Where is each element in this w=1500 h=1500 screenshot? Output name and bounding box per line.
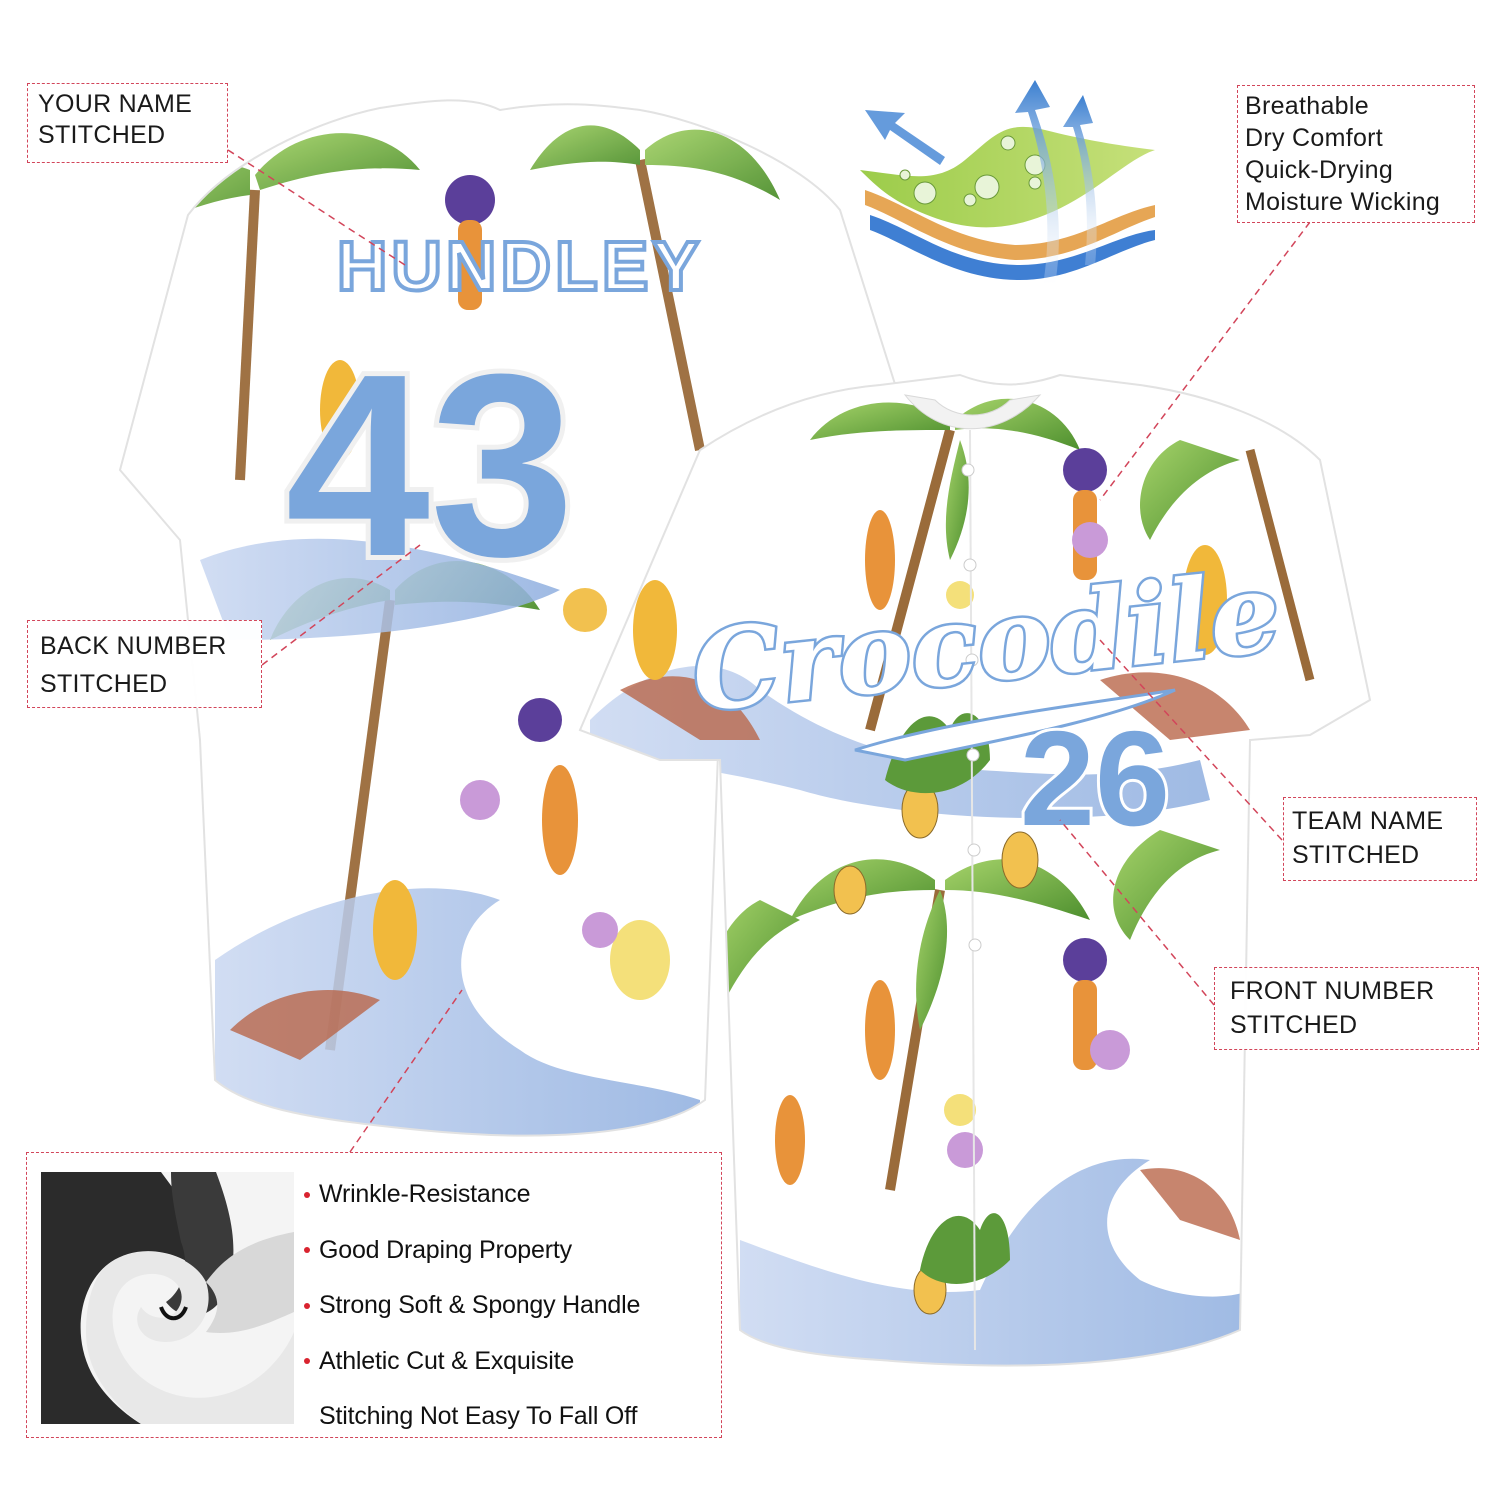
bullet-dot-icon [304,1191,310,1198]
svg-text:43: 43 [285,321,574,611]
callout-fabric-tech: Breathable Dry Comfort Quick-Drying Mois… [1237,85,1475,223]
feature-item: Stitching Not Easy To Fall Off [302,1389,640,1445]
feature-label: Strong Soft & Spongy Handle [319,1291,641,1320]
features-list: Wrinkle-Resistance Good Draping Property… [302,1167,640,1445]
callout-line: BACK NUMBER [40,632,227,660]
callout-back-number-stitched: BACK NUMBER STITCHED [27,620,262,708]
moisture-wicking-layers-icon [845,65,1165,295]
callout-line: Dry Comfort [1245,124,1384,152]
callout-line: Quick-Drying [1245,156,1394,184]
bullet-spacer [304,1414,310,1420]
svg-text:HUNDLEY: HUNDLEY [337,227,703,305]
svg-text:26: 26 [1020,703,1170,854]
fabric-features-panel: Wrinkle-Resistance Good Draping Property… [26,1152,722,1438]
feature-label: Athletic Cut & Exquisite [319,1346,575,1375]
callout-your-name-stitched: YOUR NAME STITCHED [27,83,228,163]
bullet-dot-icon [304,1247,310,1254]
callout-front-number-stitched: FRONT NUMBER STITCHED [1214,967,1479,1050]
back-name-text: HUNDLEY [335,225,703,307]
callout-line: STITCHED [1292,841,1420,869]
fabric-swirl-image [41,1172,294,1424]
feature-label: Good Draping Property [319,1235,572,1264]
bullet-dot-icon [304,1302,310,1309]
callout-line: YOUR NAME [38,90,193,118]
callout-line: FRONT NUMBER [1230,977,1435,1005]
feature-item: Strong Soft & Spongy Handle [302,1278,640,1334]
callout-team-name-stitched: TEAM NAME STITCHED [1283,797,1477,881]
feature-item: Good Draping Property [302,1223,640,1279]
feature-item: Wrinkle-Resistance [302,1167,640,1223]
bullet-dot-icon [304,1358,310,1365]
back-number-text: 43 [280,316,579,616]
callout-line: STITCHED [1230,1011,1358,1039]
callout-line: Breathable [1245,92,1369,120]
callout-line: STITCHED [38,121,166,149]
callout-line: Moisture Wicking [1245,188,1441,216]
front-number-text: 26 [1017,700,1173,857]
feature-label: Wrinkle-Resistance [319,1180,531,1209]
feature-item: Athletic Cut & Exquisite [302,1334,640,1390]
callout-line: TEAM NAME [1292,807,1444,835]
callout-line: STITCHED [40,670,168,698]
feature-label: Stitching Not Easy To Fall Off [319,1402,638,1431]
